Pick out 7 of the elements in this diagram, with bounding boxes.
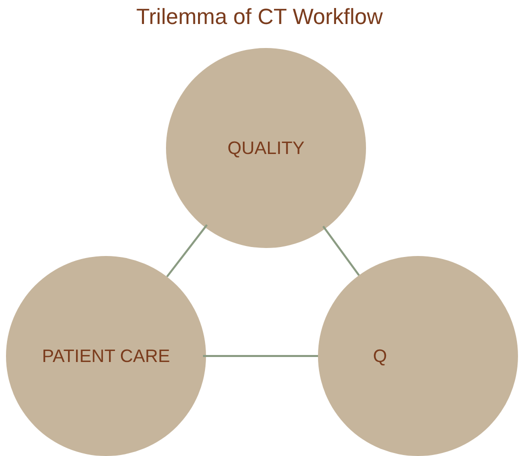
connector-line bbox=[322, 226, 360, 276]
node-label: PATIENT CARE bbox=[42, 346, 170, 366]
connector-line bbox=[203, 355, 318, 357]
connector-line bbox=[166, 224, 208, 278]
title: Trilemma of CT Workflow bbox=[135, 4, 384, 30]
node-label: Q bbox=[373, 346, 388, 366]
node-label: QUALITY bbox=[227, 138, 305, 158]
